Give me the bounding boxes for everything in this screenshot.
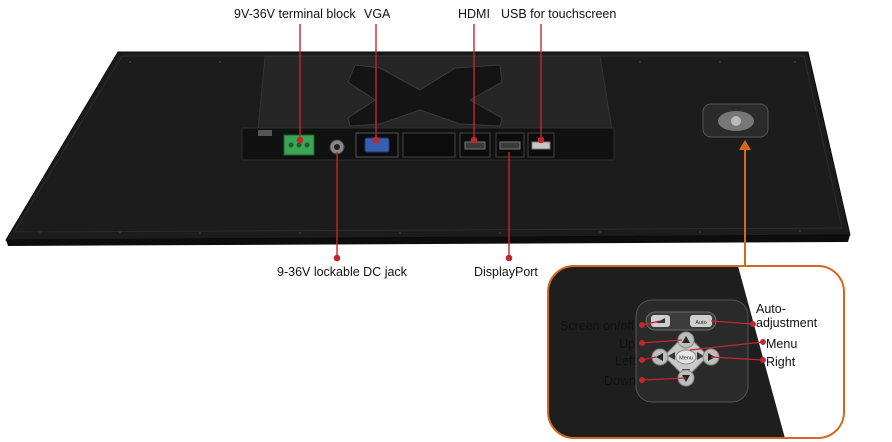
monitor-back — [5, 51, 851, 246]
vga-label: VGA — [364, 7, 391, 21]
left-label: Left — [615, 354, 636, 368]
menu-keycap-text: Menu — [679, 356, 693, 362]
screen-onoff-label: Screen on/off — [560, 319, 635, 333]
terminal-block-label: 9V-36V terminal block — [234, 7, 356, 21]
hdmi-label: HDMI — [458, 7, 490, 21]
up-label: Up — [619, 337, 635, 351]
auto-keycap-text: Auto — [695, 320, 706, 326]
down-label: Down — [604, 374, 636, 388]
auto-adjustment-label: Auto- adjustment — [756, 302, 818, 330]
dc-jack-label: 9-36V lockable DC jack — [277, 265, 407, 279]
zoom-arrow — [739, 140, 751, 268]
displayport-label: DisplayPort — [474, 265, 538, 279]
keypad-zoom-callout: Auto Menu — [547, 265, 845, 439]
bottom-leaders — [333, 152, 513, 262]
right-label: Right — [766, 355, 796, 369]
top-leaders — [296, 24, 545, 144]
menu-label: Menu — [766, 337, 798, 351]
usb-touchscreen-label: USB for touchscreen — [501, 7, 617, 21]
